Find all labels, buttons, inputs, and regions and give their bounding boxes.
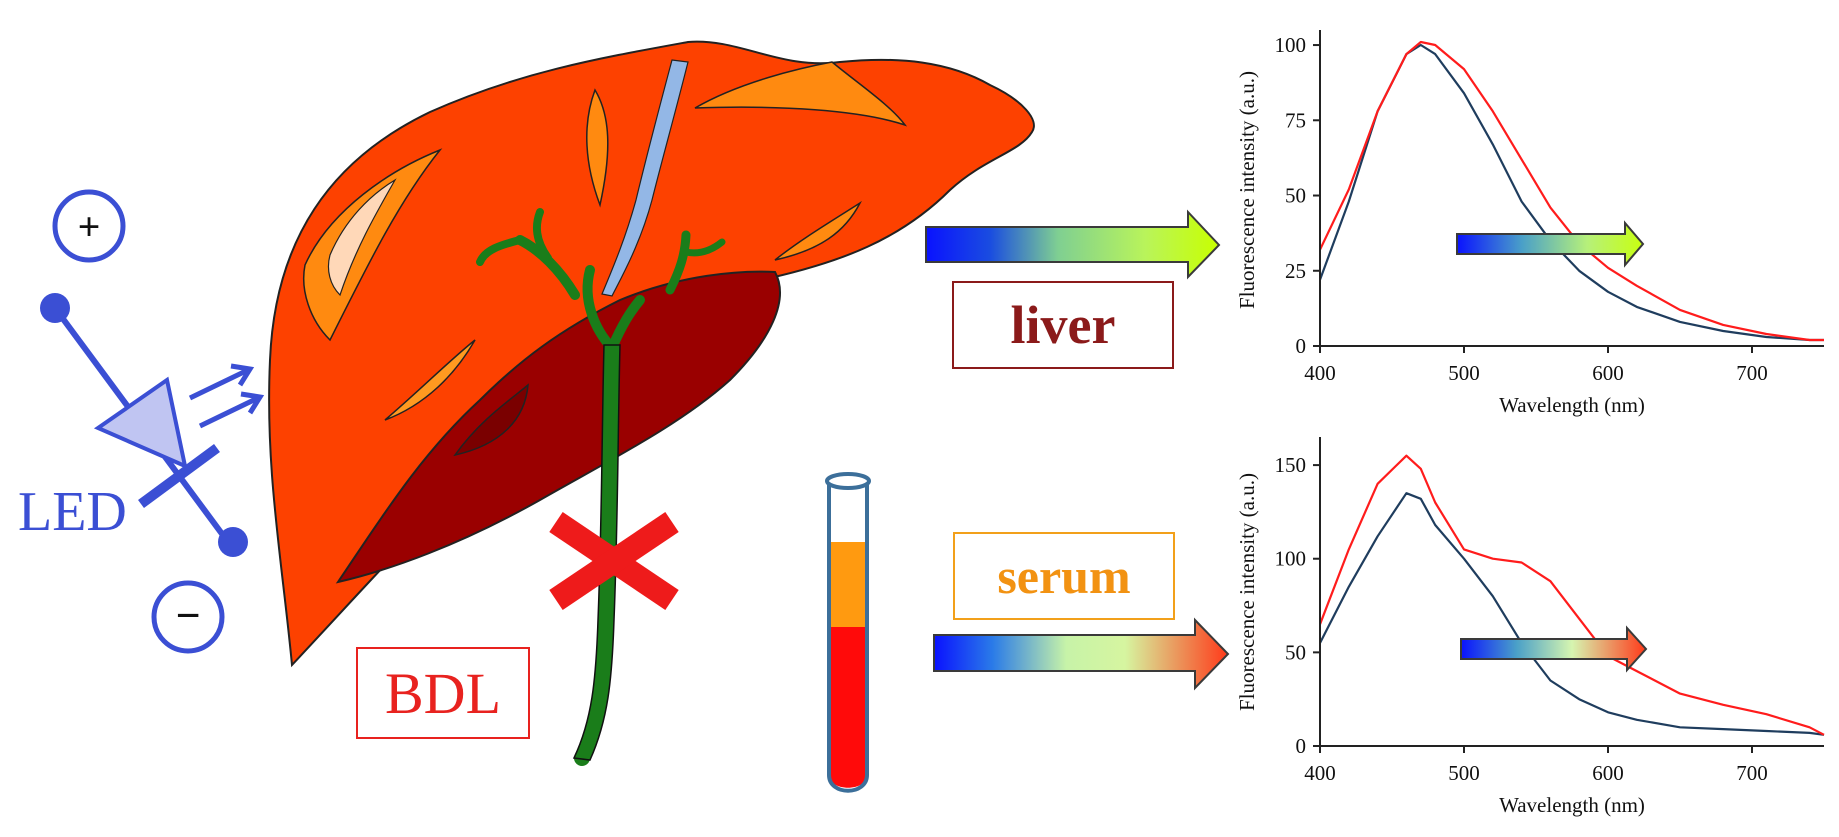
bile-duct-outline (572, 344, 621, 761)
chart1-x-tick-label: 700 (1736, 361, 1768, 385)
minus-terminal-icon (151, 580, 225, 654)
chart1-shift-arrow (1456, 220, 1645, 268)
serum-spectrum-arrow (933, 617, 1230, 691)
chart1-series-1 (1318, 43, 1824, 342)
serum-label: serum (953, 532, 1175, 620)
chart2-x-tick-label: 700 (1736, 761, 1768, 785)
bdl-label: BDL (356, 647, 530, 739)
led-label: LED (18, 481, 127, 543)
diode-triangle-icon (93, 376, 188, 470)
chart1-y-tick-label: 0 (1296, 334, 1307, 358)
chart1-y-label: Fluorescence intensity (a.u.) (1235, 71, 1259, 309)
liver-lower-lobe (335, 270, 781, 584)
chart2-x-tick-label: 600 (1592, 761, 1624, 785)
chart2-y-tick-label: 0 (1296, 734, 1307, 758)
test-tube-icon (825, 472, 871, 793)
chart2-series-2 (1318, 454, 1825, 736)
chart2-y-tick-label: 100 (1275, 547, 1307, 571)
light-emission-arrows-icon (188, 363, 265, 429)
lobe-highlight-5 (384, 339, 476, 421)
chart1-series-2 (1319, 40, 1824, 342)
plus-sign: + (78, 204, 101, 249)
plus-terminal-icon (52, 189, 126, 263)
ligation-cross-icon (549, 512, 679, 610)
chart2-y-tick-label: 50 (1285, 640, 1306, 664)
led-icon: + − (40, 189, 265, 654)
diode-bar-icon (138, 443, 220, 509)
chart1-plot-area (1318, 40, 1824, 342)
chart1-x-label: Wavelength (nm) (1499, 393, 1645, 417)
chart1-y-tick-label: 25 (1285, 259, 1306, 283)
chart2-x-tick-label: 500 (1448, 761, 1480, 785)
chart1-x-tick-label: 500 (1448, 361, 1480, 385)
liver-label: liver (952, 281, 1174, 369)
chart1-y-tick-label: 75 (1285, 108, 1306, 132)
lobe-highlight-4 (774, 200, 862, 261)
chart2-plot-area (1318, 454, 1825, 736)
chart2-series-1 (1319, 492, 1825, 736)
chart1-x-tick-label: 400 (1304, 361, 1336, 385)
lobe-highlight-3 (694, 61, 908, 127)
serum-fluorescence-chart: 400 500 600 700 0 50 100 150 Wavelength (nm) Fl… (1235, 437, 1825, 817)
chart2-shift-arrow (1460, 625, 1648, 673)
hepatic-vessel (601, 59, 689, 297)
chart1-y-tick-label: 50 (1285, 184, 1306, 208)
liver-spectrum-arrow (925, 209, 1221, 280)
chart2-x-tick-label: 400 (1304, 761, 1336, 785)
chart2-x-label: Wavelength (nm) (1499, 793, 1645, 817)
chart2-y-tick-label: 150 (1275, 453, 1307, 477)
liver-illustration (268, 40, 1035, 766)
chart2-y-label: Fluorescence intensity (a.u.) (1235, 473, 1259, 711)
chart1-y-tick-label: 100 (1275, 33, 1307, 57)
lobe-highlight-2 (586, 88, 609, 208)
chart1-x-tick-label: 600 (1592, 361, 1624, 385)
minus-sign: − (175, 591, 200, 640)
liver-fluorescence-chart: 400 500 600 700 0 25 50 75 100 Wavelength (nm) F… (1235, 30, 1824, 417)
